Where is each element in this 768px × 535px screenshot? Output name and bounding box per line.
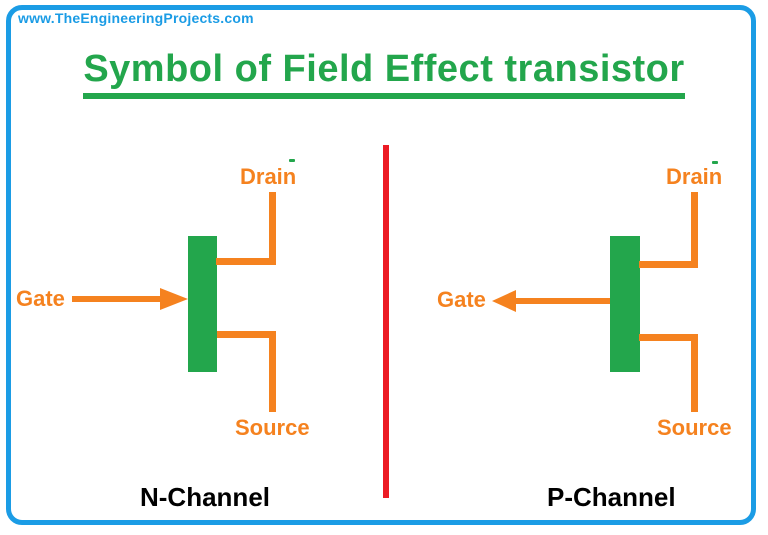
page-title: Symbol of Field Effect transistor: [83, 48, 685, 99]
p-gate-label: Gate: [437, 287, 486, 312]
n-drain-label: Drain: [240, 164, 297, 189]
watermark-url: www.TheEngineeringProjects.com: [18, 10, 254, 26]
n-channel-bar: [188, 236, 217, 372]
n-drain-wire-horizontal: [216, 258, 276, 265]
p-drain-wire-horizontal: [639, 261, 698, 268]
p-source-wire-horizontal: [639, 334, 698, 341]
p-drain-speck: [712, 161, 718, 164]
p-gate-wire: [514, 298, 610, 304]
p-drain-label: Drain: [666, 164, 723, 189]
n-source-label: Source: [235, 415, 310, 440]
title-wrap: Symbol of Field Effect transistor: [0, 48, 768, 99]
frame-border: [6, 5, 756, 525]
p-channel-bar: [610, 236, 640, 372]
p-channel-caption: P-Channel: [547, 482, 676, 512]
p-source-label: Source: [657, 415, 732, 440]
p-source-wire-vertical: [691, 334, 698, 412]
p-drain-wire-vertical: [691, 192, 698, 268]
n-gate-wire: [72, 296, 164, 302]
p-gate-arrowhead-left-icon: [492, 290, 516, 312]
divider-line: [383, 145, 389, 498]
n-source-wire-vertical: [269, 331, 276, 412]
n-drain-wire-vertical: [269, 192, 276, 265]
n-gate-arrowhead-right-icon: [160, 288, 188, 310]
n-channel-caption: N-Channel: [140, 482, 270, 512]
n-gate-label: Gate: [16, 286, 65, 311]
n-drain-speck: [289, 159, 295, 162]
n-source-wire-horizontal: [217, 331, 276, 338]
